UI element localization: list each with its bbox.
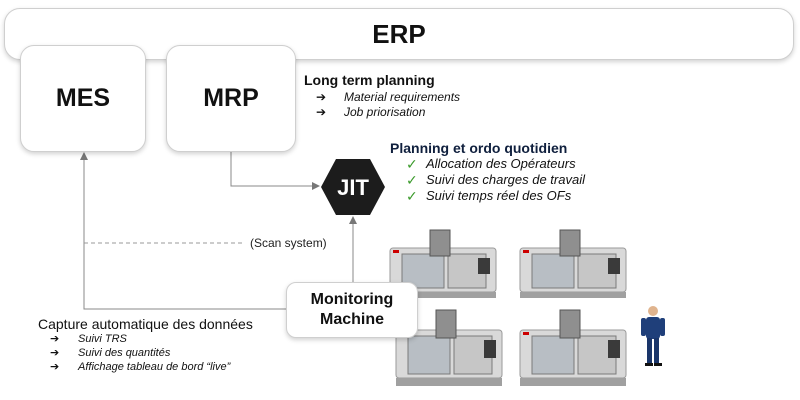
daily-planning-title: Planning et ordo quotidien — [390, 140, 568, 156]
scan-system-label: (Scan system) — [250, 236, 327, 250]
check-mark-icon: ✓ — [406, 188, 418, 204]
mrp-box: MRP — [166, 45, 296, 152]
cnc-machine-icon — [519, 309, 627, 386]
check-mark-icon: ✓ — [406, 156, 418, 172]
list-item: ➔ Suivi TRS — [50, 333, 127, 345]
long-term-title: Long term planning — [304, 72, 435, 88]
mrp-to-jit-line — [230, 152, 320, 190]
monitoring-line2: Machine — [319, 311, 384, 328]
capture-to-mes-line — [80, 152, 286, 310]
list-item: ✓ Suivi des charges de travail — [406, 172, 585, 188]
long-term-planning: Long term planning ➔ Material requiremen… — [304, 72, 460, 120]
jit-hexagon: JIT — [321, 159, 385, 215]
right-arrow-icon: ➔ — [316, 105, 327, 119]
list-item: ➔ Affichage tableau de bord “live” — [50, 361, 231, 373]
right-arrow-icon: ➔ — [50, 333, 60, 345]
list-item: ✓ Allocation des Opérateurs — [406, 156, 576, 172]
cnc-machine-icon — [395, 309, 503, 386]
right-arrow-icon: ➔ — [50, 361, 60, 373]
data-capture: Capture automatique des données ➔ Suivi … — [38, 316, 253, 374]
right-arrow-icon: ➔ — [316, 90, 327, 104]
list-item: ✓ Suivi temps réel des OFs — [406, 188, 572, 204]
monitoring-machine-box: Monitoring Machine — [286, 282, 418, 338]
data-capture-title: Capture automatique des données — [38, 316, 253, 332]
jit-label: JIT — [337, 175, 369, 200]
monitoring-line1: Monitoring — [310, 291, 394, 308]
right-arrow-icon: ➔ — [50, 347, 60, 359]
cnc-machine-icon — [519, 229, 627, 298]
mes-box: MES — [20, 45, 146, 152]
list-item: ➔ Job priorisation — [316, 105, 426, 119]
operator-person-icon — [641, 306, 665, 366]
list-item: ➔ Material requirements — [316, 90, 461, 104]
check-mark-icon: ✓ — [406, 172, 418, 188]
list-item: ➔ Suivi des quantités — [50, 347, 171, 359]
daily-planning: Planning et ordo quotidien ✓ Allocation … — [390, 140, 585, 204]
